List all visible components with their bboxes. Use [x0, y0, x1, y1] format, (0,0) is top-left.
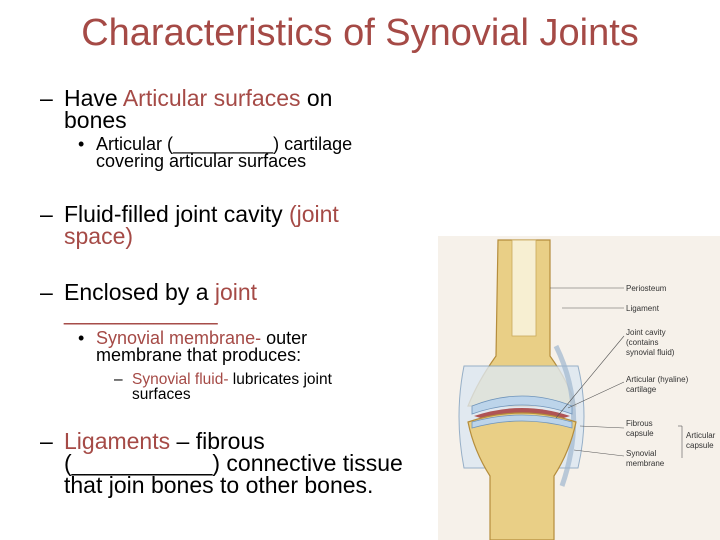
bullet-text: Have [64, 85, 123, 111]
subbullet-text-line2: covering articular surfaces [96, 151, 307, 171]
label-synovial-membrane-2: membrane [626, 459, 665, 468]
highlight-term: (joint [288, 201, 339, 227]
highlight-term: joint [214, 279, 258, 305]
label-joint-cavity-3: synovial fluid) [626, 348, 675, 357]
label-joint-cavity-2: (contains [626, 338, 658, 347]
bullet-text: – fibrous [170, 428, 265, 454]
dash-marker: – [40, 428, 53, 454]
dash-marker: – [40, 279, 53, 305]
subsubbullet-text: lubricates joint [228, 371, 332, 388]
highlight-term: Synovial membrane- [96, 328, 262, 348]
dash-marker: – [40, 85, 53, 111]
lower-cartilage-icon [471, 414, 573, 429]
bullet-text: on [300, 85, 333, 111]
bullet-dot: • [78, 134, 85, 154]
label-fibrous-capsule-1: Fibrous [626, 419, 653, 428]
highlight-term: Synovial fluid- [132, 371, 229, 388]
bullet-dot: • [78, 328, 85, 348]
label-articular-cartilage-2: cartilage [626, 385, 657, 394]
medullary-cavity-icon [511, 239, 537, 337]
bullet-text: Enclosed by a [64, 279, 215, 305]
synovial-joint-diagram: Periosteum Ligament Joint cavity (contai… [438, 236, 720, 540]
bullet-text-line2: bones [64, 107, 127, 133]
label-articular-cartilage-1: Articular (hyaline) [626, 375, 689, 384]
highlight-term-line2: space) [64, 223, 134, 249]
ligament-icon [553, 344, 577, 487]
joint-illustration: Periosteum Ligament Joint cavity (contai… [458, 239, 716, 540]
dash-marker: – [114, 371, 123, 388]
leader-lines [550, 287, 683, 458]
subsubbullet-text-line2: surfaces [132, 386, 191, 403]
label-articular-capsule-2: capsule [686, 441, 714, 450]
highlight-term: Articular surfaces [122, 85, 301, 111]
label-ligament: Ligament [626, 304, 660, 313]
slide-title: Characteristics of Synovial Joints [81, 12, 639, 54]
label-periosteum: Periosteum [626, 284, 667, 293]
subsubbullet-synovial-fluid: – Synovial fluid- lubricates joint surfa… [114, 371, 332, 403]
label-fibrous-capsule-2: capsule [626, 429, 654, 438]
bullet-joint-capsule: – Enclosed by a joint ____________ [40, 279, 258, 325]
bullet-joint-cavity: – Fluid-filled joint cavity (joint space… [40, 201, 339, 249]
bullet-articular-surfaces: – Have Articular surfaces on bones [40, 85, 333, 133]
bullet-text: Fluid-filled joint cavity [64, 201, 289, 227]
label-synovial-membrane-1: Synovial [626, 449, 656, 458]
label-joint-cavity-1: Joint cavity [626, 328, 666, 337]
subbullet-articular-cartilage: • Articular (__________) cartilage cover… [78, 134, 353, 171]
highlight-term: Ligaments [64, 428, 171, 454]
dash-marker: – [40, 201, 53, 227]
subbullet-synovial-membrane: • Synovial membrane- outer membrane that… [78, 328, 308, 365]
bullet-text-line2: (___________) connective tissue [64, 450, 403, 476]
blank-line: ____________ [64, 299, 218, 325]
label-articular-capsule-1: Articular [686, 431, 716, 440]
bullet-text-line3: that join bones to other bones. [64, 472, 374, 498]
subbullet-text: Articular (__________) cartilage [96, 134, 353, 154]
lower-bone-icon [467, 412, 577, 540]
articular-cartilage-icon [471, 395, 573, 415]
subbullet-text: outer [261, 328, 308, 348]
bullet-ligaments: – Ligaments – fibrous (___________) conn… [40, 428, 403, 498]
subbullet-text-line2: membrane that produces: [96, 345, 302, 365]
